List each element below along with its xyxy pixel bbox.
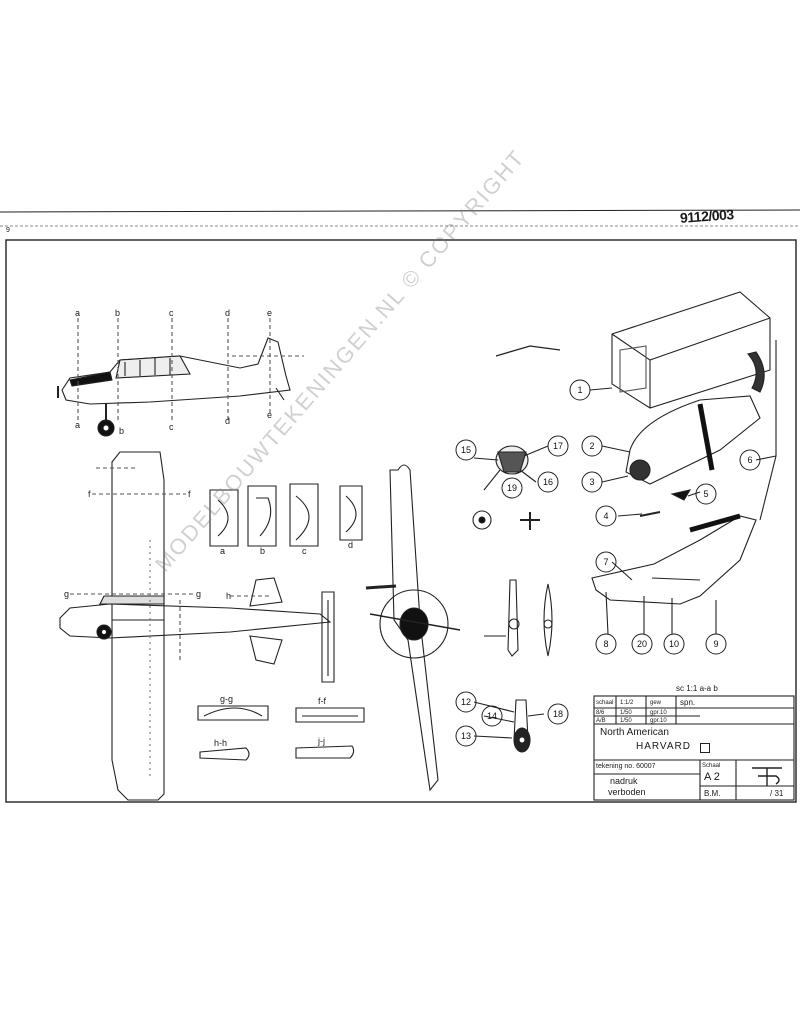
top-view (59, 451, 332, 801)
station-c-label: c (169, 308, 174, 318)
part-4-label: 4 (603, 511, 608, 521)
footer-initials: B.M. (704, 789, 721, 798)
station-labels: a b c d e a b c d e f f g g h a b c d g-… (64, 308, 353, 748)
part-1-label: 1 (577, 385, 582, 395)
title-block-row3-col3: gpr.10 (650, 718, 667, 724)
fuselage-sections (209, 483, 363, 547)
part-13-label: 13 (461, 731, 471, 741)
scale-note: sc 1:1 a-a b (676, 684, 718, 693)
station-f-left-label: f (88, 489, 91, 499)
station-b-lower-label: b (119, 426, 124, 436)
profile-sections (197, 705, 365, 761)
side-view (57, 318, 304, 437)
station-c-lower-label: c (169, 422, 174, 432)
part-12-label: 12 (461, 697, 471, 707)
section-d-label: d (348, 540, 353, 550)
profile-jj-label: j-j (317, 736, 325, 746)
part-bubbles (455, 379, 761, 747)
station-e-lower-label: e (267, 410, 272, 420)
part-7-label: 7 (603, 557, 608, 567)
paper-size: A 2 (704, 771, 720, 783)
title-block-scale-header: schaal (596, 700, 614, 706)
part-19-label: 19 (507, 483, 517, 493)
station-e-label: e (267, 308, 272, 318)
title-block-row2-col1: 8/6 (596, 710, 605, 716)
top-trim-line (0, 209, 800, 213)
station-d-lower-label: d (225, 416, 230, 426)
section-b-label: b (260, 546, 265, 556)
aircraft-maker: North American (600, 727, 669, 738)
station-f-right-label: f (188, 489, 191, 499)
title-block-scale-value: 1:1/2 (620, 700, 634, 706)
part-14-label: 14 (487, 711, 497, 721)
footer-code: / 31 (770, 789, 784, 798)
part-17-label: 17 (553, 441, 563, 451)
title-block-span-header: spn. (680, 698, 696, 707)
part-16-label: 16 (543, 477, 553, 487)
part-2-label: 2 (589, 441, 594, 451)
part-3-label: 3 (589, 477, 594, 487)
station-d-label: d (225, 308, 230, 318)
profile-hh-label: h-h (214, 738, 227, 748)
section-c-label: c (302, 546, 307, 556)
company-logo (752, 767, 782, 786)
aircraft-model: HARVARD (636, 741, 691, 752)
part-8-label: 8 (603, 639, 608, 649)
section-a-label: a (220, 546, 225, 556)
title-block-row3-col2: 1/50 (620, 718, 632, 724)
profile-gg-label: g-g (220, 694, 233, 704)
station-h-label: h (226, 591, 231, 601)
scale-label: Schaal (702, 763, 721, 769)
station-a-label: a (75, 308, 80, 318)
part-15-label: 15 (461, 445, 471, 455)
part-18-label: 18 (553, 709, 563, 719)
title-block-row2-col3: gpr.10 (650, 710, 667, 716)
part-9-label: 9 (713, 639, 718, 649)
title-block-weight-header: gew (650, 700, 662, 706)
reprint-notice-line2: verboden (608, 787, 646, 797)
station-b-label: b (115, 308, 120, 318)
propeller-details (484, 579, 553, 657)
sheet-corner-mark: 9 (6, 227, 10, 234)
part-10-label: 10 (669, 639, 679, 649)
part-5-label: 5 (703, 489, 708, 499)
title-block-row2-col2: 1/50 (620, 710, 632, 716)
front-view (321, 464, 461, 792)
part-20-label: 20 (637, 639, 647, 649)
drawing-frame (5, 239, 797, 803)
reprint-notice-line1: nadruk (610, 776, 638, 786)
part-6-label: 6 (747, 455, 752, 465)
station-g-left-label: g (64, 589, 69, 599)
exploded-parts (472, 291, 777, 753)
title-block-frame (593, 695, 795, 801)
part-number-labels: 1 2 3 4 5 6 7 8 9 10 12 13 14 15 16 17 1… (461, 385, 753, 741)
profile-ff-label: f-f (318, 696, 326, 706)
station-a-lower-label: a (75, 420, 80, 430)
checkbox-icon (700, 743, 710, 753)
drawing-number: tekening no. 60007 (596, 763, 656, 770)
title-block-row3-col1: A/B (596, 718, 606, 724)
station-g-right-label: g (196, 589, 201, 599)
